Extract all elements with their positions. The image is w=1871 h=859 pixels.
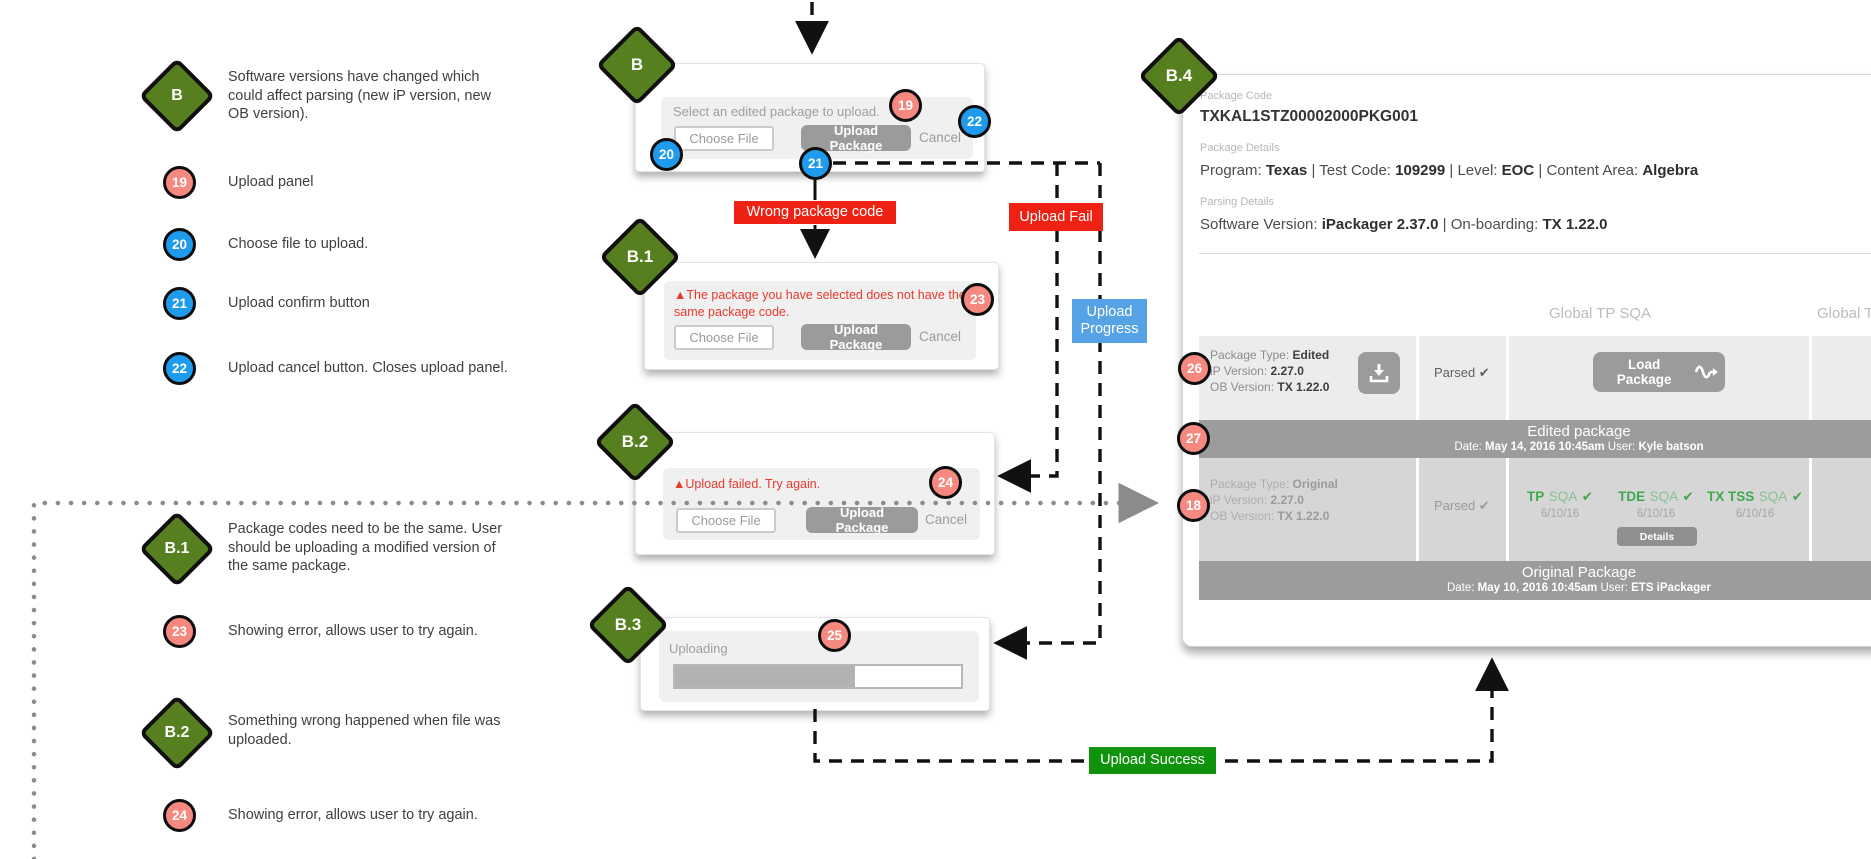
uploading-status: Uploading — [669, 641, 728, 656]
legend-text-23: Showing error, allows user to try again. — [228, 623, 478, 639]
choose-file-button[interactable]: Choose File — [674, 126, 774, 151]
legend-marker-22: 22 — [163, 352, 196, 385]
legend-text-21: Upload confirm button — [228, 295, 370, 311]
diamond-label: B.1 — [164, 540, 190, 557]
original-row-right-cell — [1812, 458, 1871, 561]
wrong-code-panel-body: ▲The package you have selected does not … — [664, 281, 976, 360]
diamond-label: B — [171, 87, 183, 104]
original-row-info-cell: Package Type: Original iP Version: 2.27.… — [1199, 458, 1416, 561]
edited-row-right-cell — [1812, 336, 1871, 420]
legend-text-19: Upload panel — [228, 174, 314, 190]
choose-file-button[interactable]: Choose File — [676, 508, 776, 533]
diamond-label: B.4 — [1165, 66, 1193, 85]
upload-package-button[interactable]: Upload Package — [801, 322, 911, 352]
tx-tss-sqa-check: TX TSS SQA ✔ 6/10/16 — [1707, 489, 1803, 520]
diamond-label: B.2 — [164, 724, 190, 741]
diamond-label: B.3 — [614, 615, 642, 634]
bar-subtitle: Date: May 10, 2016 10:45am User: ETS iPa… — [1446, 582, 1712, 594]
download-icon — [1369, 364, 1389, 383]
upload-progress-flag: Upload Progress — [1072, 299, 1147, 343]
tde-sqa-check: TDE SQA ✔ 6/10/16 — [1618, 489, 1694, 520]
error-text: ▲Upload failed. Try again. — [673, 477, 821, 491]
panel-diamond-b3: B.3 — [586, 583, 670, 667]
bar-title: Original Package — [1521, 564, 1637, 581]
upload-panel: Select an edited package to upload. Choo… — [635, 63, 985, 172]
choose-file-button[interactable]: Choose File — [674, 325, 774, 350]
tp-sqa-check: TP SQA ✔ 6/10/16 — [1527, 489, 1593, 520]
upload-package-button[interactable]: Upload Package — [806, 505, 918, 535]
diamond-label: B — [630, 55, 644, 74]
upload-package-button[interactable]: Upload Package — [801, 123, 911, 153]
progress-bar-fill — [675, 666, 856, 687]
legend-marker-24: 24 — [163, 799, 196, 832]
legend-marker-21: 21 — [163, 287, 196, 320]
header-divider — [1199, 253, 1871, 254]
original-package-bar: Original Package Date: May 10, 2016 10:4… — [1199, 561, 1871, 600]
parsing-details-line: Software Version: iPackager 2.37.0 | On-… — [1200, 216, 1608, 233]
bar-title: Edited package — [1527, 423, 1631, 440]
download-package-button[interactable] — [1358, 352, 1400, 394]
legend-marker-23: 23 — [163, 615, 196, 648]
parsed-status: Parsed ✔ — [1434, 498, 1490, 513]
parsing-details-label: Parsing Details — [1200, 196, 1274, 208]
marker-21: 21 — [799, 147, 832, 180]
marker-23: 23 — [961, 283, 994, 316]
waveform-icon — [1695, 365, 1719, 379]
legend-text-22: Upload cancel button. Closes upload pane… — [228, 360, 508, 376]
cancel-link[interactable]: Cancel — [925, 512, 968, 527]
edited-row-parsed-cell — [1419, 336, 1506, 420]
legend-diamond-b2: B.2 — [138, 694, 216, 772]
package-info: Package Type: Original iP Version: 2.27.… — [1210, 477, 1338, 523]
wrong-package-code-flag: Wrong package code — [734, 201, 896, 224]
marker-19: 19 — [889, 89, 922, 122]
legend-marker-20: 20 — [163, 228, 196, 261]
edited-package-bar: Edited package Date: May 14, 2016 10:45a… — [1199, 420, 1871, 458]
marker-20: 20 — [650, 138, 683, 171]
load-package-button[interactable]: Load Package — [1593, 352, 1725, 392]
legend-text-20: Choose file to upload. — [228, 236, 369, 252]
marker-24: 24 — [929, 466, 962, 499]
upload-fail-flag: Upload Fail — [1009, 203, 1103, 231]
parsed-status: Parsed ✔ — [1434, 365, 1490, 380]
package-details-line: Program: Texas | Test Code: 109299 | Lev… — [1200, 162, 1699, 179]
error-text: ▲The package you have selected does not … — [674, 288, 966, 319]
legend-text-b1: Package codes need to be the same. User … — [228, 521, 503, 574]
package-info: Package Type: Edited iP Version: 2.27.0 … — [1210, 348, 1330, 394]
package-code-value: TXKAL1STZ00002000PKG001 — [1200, 108, 1418, 125]
marker-18: 18 — [1177, 489, 1210, 522]
panel-diamond-b4: B.4 — [1137, 34, 1221, 118]
panel-diamond-b: B — [595, 23, 679, 107]
diamond-label: B.2 — [621, 432, 649, 451]
legend-text-b2: Something wrong happened when file was u… — [228, 713, 501, 748]
legend-marker-19: 19 — [163, 166, 196, 199]
legend-diamond-b: B — [138, 57, 216, 135]
bar-subtitle: Date: May 14, 2016 10:45am User: Kyle ba… — [1454, 441, 1704, 453]
panel-diamond-b2: B.2 — [593, 400, 677, 484]
column-header-right: Global TD — [1817, 305, 1871, 322]
marker-27: 27 — [1177, 422, 1210, 455]
original-row-parsed-cell — [1419, 458, 1506, 561]
column-header-tp-sqa: Global TP SQA — [1549, 305, 1651, 322]
marker-25: 25 — [818, 619, 851, 652]
upload-progress-path — [993, 163, 1102, 660]
progress-bar — [673, 664, 963, 689]
upload-success-flag: Upload Success — [1089, 747, 1216, 774]
legend-text-b: Software versions have changed which cou… — [228, 69, 492, 122]
wrong-code-panel: ▲The package you have selected does not … — [644, 262, 999, 370]
marker-26: 26 — [1178, 352, 1211, 385]
legend-diamond-b1: B.1 — [138, 510, 216, 588]
package-code-label: Package Code — [1200, 90, 1273, 102]
package-details-label: Package Details — [1200, 142, 1280, 154]
panel-diamond-b1: B.1 — [598, 215, 682, 299]
cancel-link[interactable]: Cancel — [919, 329, 962, 344]
diamond-label: B.1 — [626, 247, 654, 266]
marker-22: 22 — [958, 105, 991, 138]
details-button[interactable]: Details — [1617, 527, 1697, 546]
upload-panel-title: Select an edited package to upload. — [673, 104, 880, 119]
uploading-panel: Uploading — [640, 617, 990, 711]
cancel-link[interactable]: Cancel — [919, 130, 962, 145]
legend-text-24: Showing error, allows user to try again. — [228, 807, 478, 823]
